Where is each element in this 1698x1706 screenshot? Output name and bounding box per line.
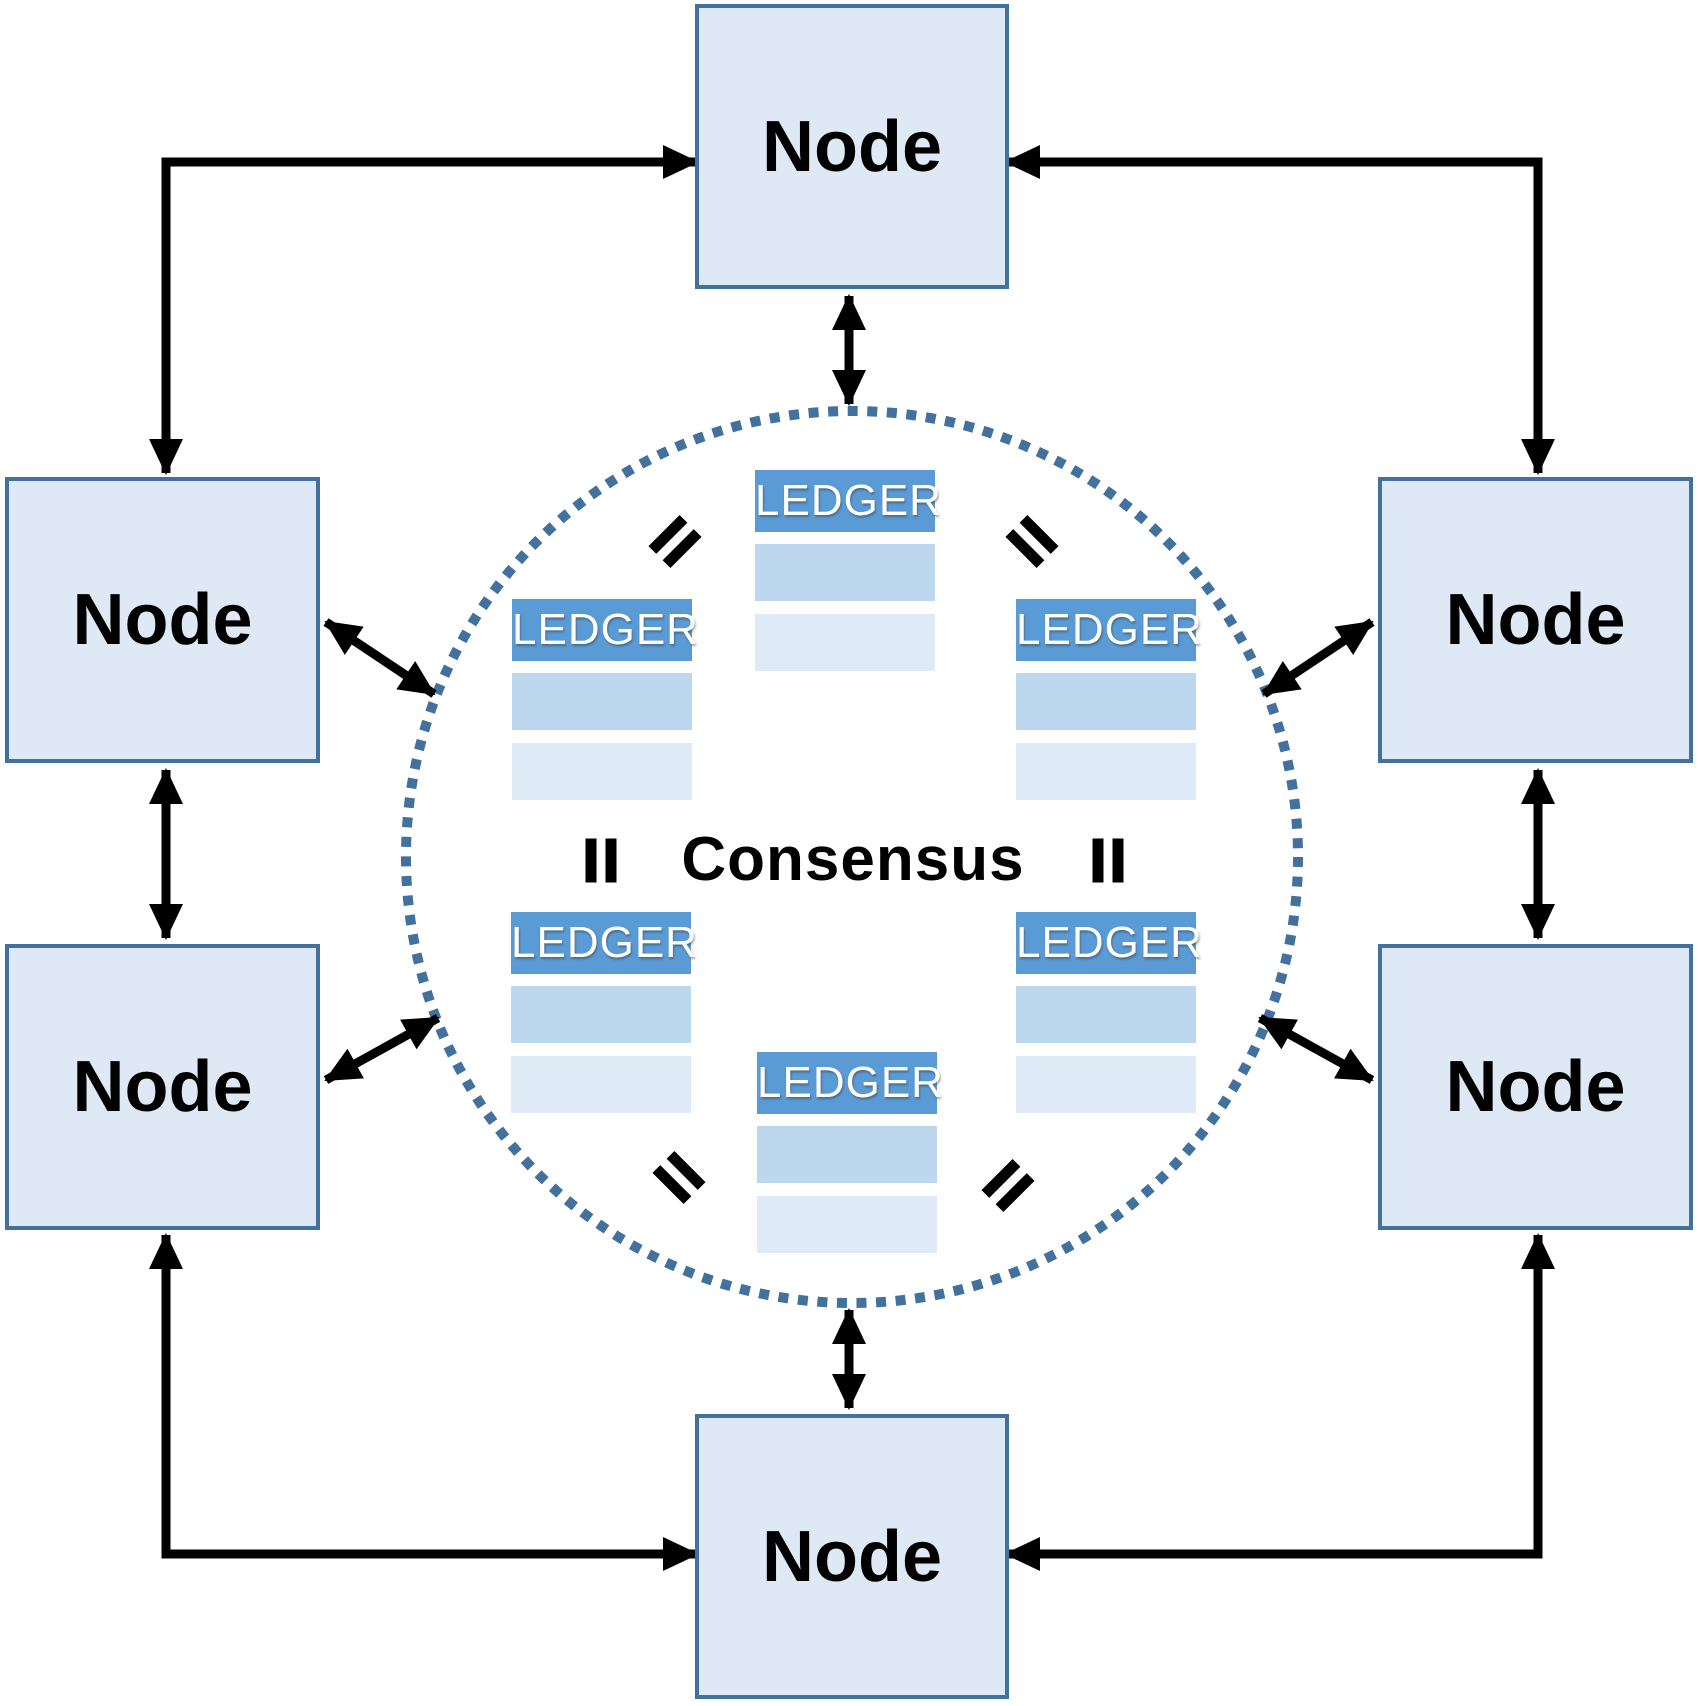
ledger-row xyxy=(757,1126,937,1183)
node-label: Node xyxy=(72,1047,253,1127)
node-lower-right: Node xyxy=(1378,944,1693,1230)
ledger-middle-left: LEDGER xyxy=(512,599,698,813)
arrow-bottom-left-elbow xyxy=(149,1233,699,1571)
ledger-row xyxy=(511,986,691,1043)
ledger-title: LEDGER xyxy=(1016,599,1202,661)
ledger-row xyxy=(1016,743,1196,800)
ledger-bottom-right: LEDGER xyxy=(1016,912,1202,1126)
arrow-lower-left-node-to-circle xyxy=(323,1014,441,1084)
node-label: Node xyxy=(762,106,942,187)
ledger-row xyxy=(511,1056,691,1113)
node-label: Node xyxy=(1445,1047,1626,1127)
arrow-top-right-elbow xyxy=(1004,145,1555,475)
ledger-middle-right: LEDGER xyxy=(1016,599,1202,813)
ledger-row xyxy=(755,614,935,671)
ledger-bottom-center: LEDGER xyxy=(757,1052,943,1266)
node-label: Node xyxy=(72,580,253,660)
ledger-row xyxy=(512,743,692,800)
equals-icon-middle-left xyxy=(585,838,617,883)
arrow-upper-left-node-to-circle xyxy=(323,618,437,698)
ledger-title: LEDGER xyxy=(511,912,697,974)
ledger-title: LEDGER xyxy=(755,470,941,532)
ledger-title: LEDGER xyxy=(512,599,698,661)
arrow-bottom-right-elbow xyxy=(1004,1233,1555,1571)
node-lower-left: Node xyxy=(5,944,320,1230)
node-top: Node xyxy=(695,4,1009,289)
node-upper-right: Node xyxy=(1378,477,1693,763)
node-label: Node xyxy=(1445,580,1626,660)
ledger-title: LEDGER xyxy=(757,1052,943,1114)
ledger-bottom-left: LEDGER xyxy=(511,912,697,1126)
node-label: Node xyxy=(762,1516,942,1597)
node-bottom: Node xyxy=(695,1414,1009,1699)
ledger-row xyxy=(1016,673,1196,730)
ledger-title: LEDGER xyxy=(1016,912,1202,974)
arrow-top-left-elbow xyxy=(149,145,699,475)
ledger-top-center: LEDGER xyxy=(755,470,941,684)
ledger-row xyxy=(512,673,692,730)
consensus-label: Consensus xyxy=(681,825,1025,894)
equals-icon-middle-right xyxy=(1092,838,1124,883)
node-upper-left: Node xyxy=(5,477,320,763)
ledger-row xyxy=(1016,1056,1196,1113)
ledger-row xyxy=(755,544,935,601)
consensus-circle xyxy=(401,406,1303,1308)
arrow-upper-right-node-to-circle xyxy=(1261,618,1375,698)
ledger-row xyxy=(757,1196,937,1253)
ledger-row xyxy=(1016,986,1196,1043)
arrow-lower-right-node-to-circle xyxy=(1257,1014,1375,1084)
